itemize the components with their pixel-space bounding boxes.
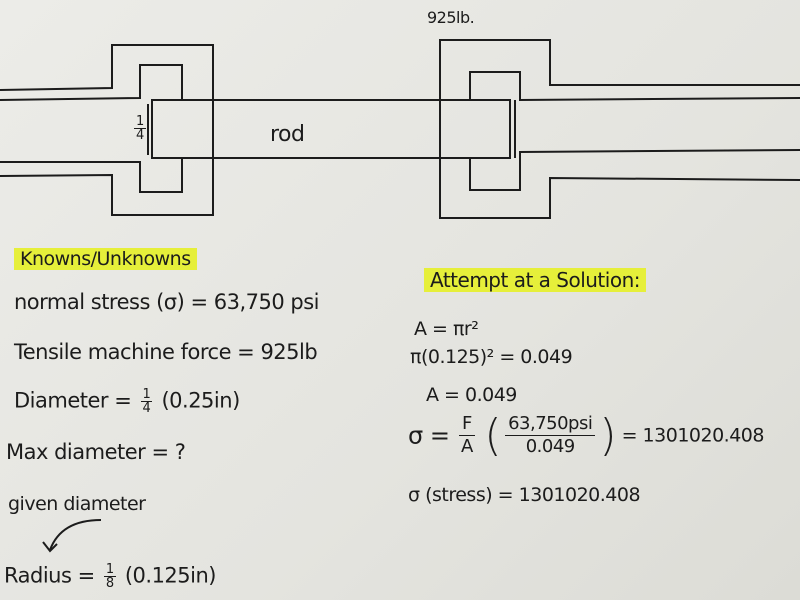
given-diameter-note: given diameter: [8, 493, 146, 515]
tensile-force-line: Tensile machine force = 925lb: [14, 340, 318, 364]
knowns-heading: Knowns/Unknowns: [14, 248, 197, 270]
right-grip-outer: [439, 39, 800, 219]
rod-label: rod: [270, 122, 305, 147]
tensile-test-diagram: [0, 39, 800, 219]
right-grip-inner: [469, 71, 800, 191]
left-grip-inner: [0, 64, 183, 193]
load-label: 925lb.: [427, 8, 475, 27]
stress-final: σ (stress) = 1301020.408: [408, 484, 641, 506]
area-result: A = 0.049: [426, 384, 517, 406]
area-calculation: π(0.125)² = 0.049: [410, 346, 573, 368]
left-grip-outer: [0, 44, 214, 216]
rod: [151, 99, 511, 159]
curved-arrow-icon: [42, 519, 102, 553]
max-diameter-line: Max diameter = ?: [6, 440, 186, 464]
area-formula: A = πr²: [414, 318, 479, 340]
solution-heading: Attempt at a Solution:: [424, 268, 646, 292]
normal-stress-line: normal stress (σ) = 63,750 psi: [14, 290, 319, 314]
